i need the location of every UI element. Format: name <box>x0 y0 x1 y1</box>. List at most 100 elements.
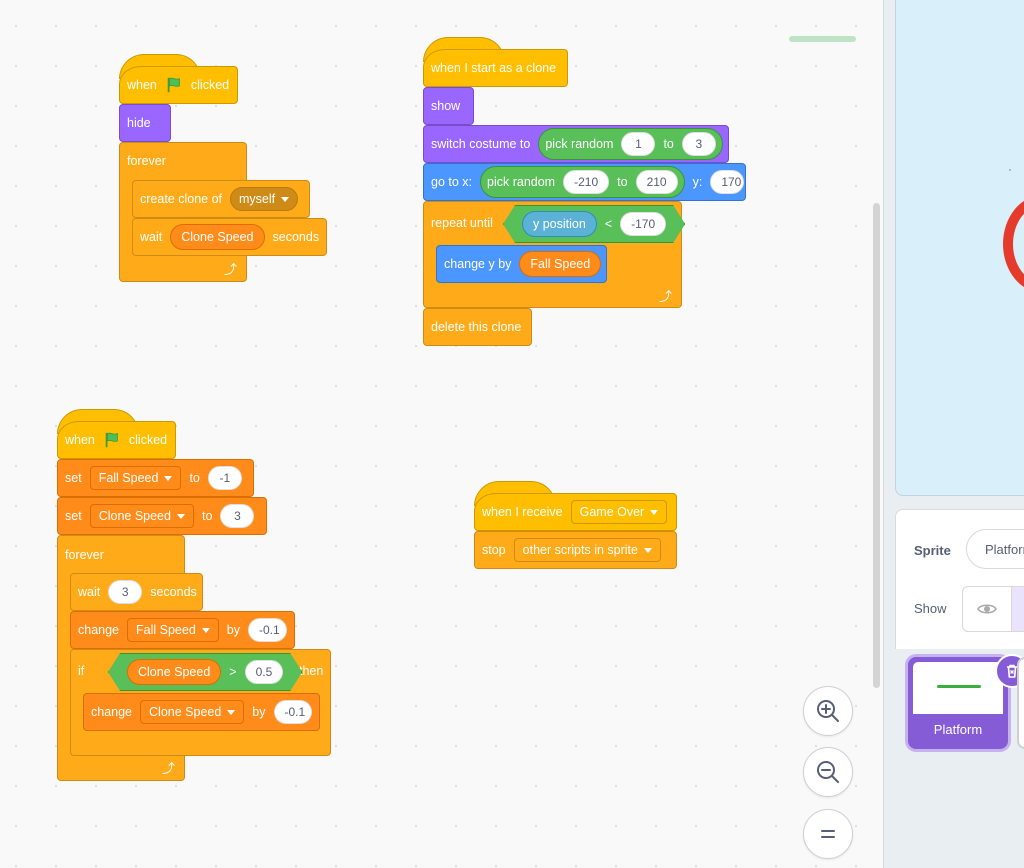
when-flag-clicked-block[interactable]: when clicked <box>57 421 176 459</box>
sprite-name-value: Platform <box>985 541 1024 557</box>
show-visible-button[interactable] <box>962 586 1012 632</box>
to-label: to <box>617 175 628 189</box>
change-clone-value-input[interactable]: -0.1 <box>273 700 312 724</box>
y-position-reporter[interactable]: y position <box>522 211 597 237</box>
eye-icon <box>977 604 997 614</box>
message-dropdown[interactable]: Game Over <box>570 500 668 524</box>
create-clone-block[interactable]: create clone of myself <box>132 180 310 218</box>
sprite-name-input[interactable]: Platform <box>966 529 1024 569</box>
zoom-reset-button[interactable] <box>803 809 853 859</box>
stop-option-dropdown[interactable]: other scripts in sprite <box>513 538 661 562</box>
equals-icon <box>821 830 835 838</box>
dropdown-arrow-icon <box>650 509 659 515</box>
trash-icon <box>1007 664 1017 678</box>
greater-than-operator[interactable]: Clone Speed > 0.5 <box>108 653 302 691</box>
limit-input[interactable]: -170 <box>620 212 666 236</box>
dropdown-arrow-icon <box>643 547 652 553</box>
go-to-x-label: go to x: <box>431 175 472 189</box>
show-block[interactable]: show <box>423 87 474 125</box>
pick-random-reporter[interactable]: pick random -210 to 210 <box>480 166 685 198</box>
when-label: when <box>127 78 157 92</box>
horizontal-scrollbar[interactable] <box>789 36 856 42</box>
set-clone-speed-block[interactable]: set Clone Speed to 3 <box>57 497 267 535</box>
clone-speed-reporter[interactable]: Clone Speed <box>127 659 221 685</box>
seconds-label: seconds <box>150 585 197 599</box>
when-i-receive-block[interactable]: when I receive Game Over <box>474 493 677 531</box>
variable-dropdown[interactable]: Clone Speed <box>140 700 245 724</box>
set-fall-speed-block[interactable]: set Fall Speed to -1 <box>57 459 254 497</box>
x-from-input[interactable]: -210 <box>563 170 610 194</box>
change-label: change <box>91 705 133 719</box>
zoom-out-button[interactable] <box>803 747 853 797</box>
when-flag-clicked-block[interactable]: when clicked <box>119 66 238 104</box>
repeat-until-label: repeat until <box>431 216 493 230</box>
stop-label: stop <box>482 543 506 557</box>
sprite-tile-platform[interactable]: Platform <box>908 654 1024 749</box>
hide-block[interactable]: hide <box>119 104 171 142</box>
hide-label: hide <box>127 116 151 130</box>
delete-clone-block[interactable]: delete this clone <box>423 308 532 346</box>
change-clone-speed-block[interactable]: change Clone Speed by -0.1 <box>83 693 320 731</box>
greater-than-label: > <box>229 665 237 679</box>
threshold-input[interactable]: 0.5 <box>245 660 284 684</box>
fall-speed-value-input[interactable]: -1 <box>207 466 242 490</box>
wait-block[interactable]: wait 3 seconds <box>70 573 203 611</box>
change-fall-value-input[interactable]: -0.1 <box>247 618 287 642</box>
zoom-in-button[interactable] <box>803 686 853 736</box>
go-to-xy-block[interactable]: go to x: pick random -210 to 210 y: 170 <box>423 163 746 201</box>
vertical-scrollbar[interactable] <box>873 203 880 688</box>
change-fall-speed-block[interactable]: change Fall Speed by -0.1 <box>70 611 295 649</box>
fall-speed-reporter[interactable]: Fall Speed <box>519 251 602 277</box>
change-y-block[interactable]: change y by Fall Speed <box>436 245 607 283</box>
when-start-as-clone-block[interactable]: when I start as a clone <box>423 49 568 87</box>
stop-block[interactable]: stop other scripts in sprite <box>474 531 677 569</box>
less-than-operator[interactable]: y position < -170 <box>503 205 685 243</box>
set-label: set <box>65 509 82 523</box>
when-label: when <box>65 433 95 447</box>
clone-target-dropdown[interactable]: myself <box>230 187 299 211</box>
variable-dropdown[interactable]: Fall Speed <box>89 466 182 490</box>
then-label: then <box>299 664 324 678</box>
sprite-tile-next[interactable] <box>1017 657 1024 749</box>
change-y-label: change y by <box>444 257 512 271</box>
seconds-label: seconds <box>272 230 320 244</box>
switch-costume-block[interactable]: switch costume to pick random 1 to 3 <box>423 125 729 163</box>
forever-label: forever <box>65 548 104 562</box>
variable-name: Clone Speed <box>149 705 222 719</box>
pick-random-label: pick random <box>487 175 556 189</box>
to-label: to <box>663 137 674 151</box>
less-than-label: < <box>604 217 613 231</box>
wait-seconds-input[interactable]: 3 <box>108 580 143 604</box>
variable-dropdown[interactable]: Clone Speed <box>89 504 194 528</box>
stage-sprite-shape <box>1003 195 1024 293</box>
wait-block[interactable]: wait Clone Speed seconds <box>132 218 327 256</box>
zoom-out-icon <box>817 761 839 783</box>
y-input[interactable]: 170 <box>710 170 745 194</box>
x-to-input[interactable]: 210 <box>635 170 678 194</box>
costume-to-input[interactable]: 3 <box>681 132 716 156</box>
variable-dropdown[interactable]: Fall Speed <box>127 618 219 642</box>
pick-random-reporter[interactable]: pick random 1 to 3 <box>538 128 723 160</box>
dropdown-arrow-icon <box>281 196 290 202</box>
show-label: Show <box>914 601 947 616</box>
costume-from-input[interactable]: 1 <box>621 132 656 156</box>
by-label: by <box>226 623 240 637</box>
variable-name: Fall Speed <box>136 623 196 637</box>
right-panel: Sprite Platform Show Platform <box>883 0 1024 868</box>
dropdown-arrow-icon <box>227 709 236 715</box>
code-workspace[interactable]: when clicked hide forever ⤴ create clone… <box>0 0 883 868</box>
variable-name: Clone Speed <box>98 509 171 523</box>
clone-speed-reporter[interactable]: Clone Speed <box>170 224 265 250</box>
forever-label: forever <box>127 154 166 168</box>
green-flag-icon <box>167 77 180 93</box>
hide-toggle-button[interactable] <box>1011 586 1024 632</box>
dropdown-arrow-icon <box>176 513 185 519</box>
set-label: set <box>65 471 82 485</box>
delete-clone-label: delete this clone <box>431 320 522 334</box>
clicked-label: clicked <box>190 78 230 92</box>
stage-canvas[interactable] <box>895 0 1024 496</box>
clone-speed-value-input[interactable]: 3 <box>220 504 255 528</box>
if-label: if <box>78 664 85 678</box>
to-label: to <box>201 509 213 523</box>
zoom-in-icon <box>817 700 839 722</box>
